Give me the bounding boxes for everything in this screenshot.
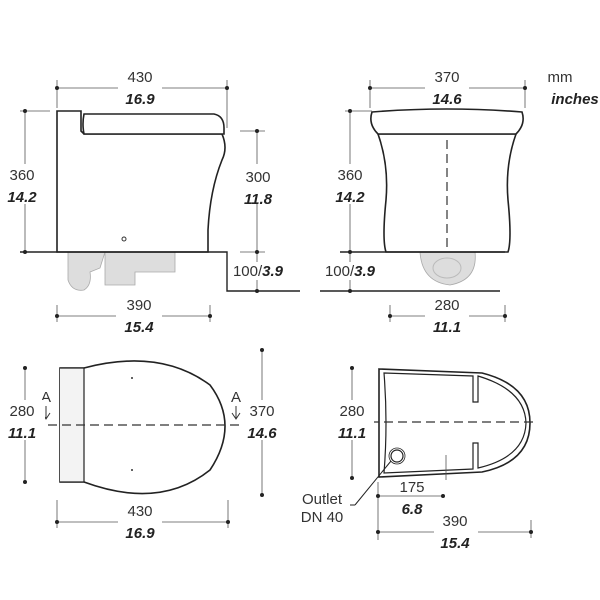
top-length-in: 16.9	[125, 525, 155, 542]
front-width-in: 14.6	[432, 91, 462, 108]
front-step-in: 3.9	[354, 263, 376, 280]
top-length-mm: 430	[127, 503, 152, 520]
seat-height-in: 11.8	[244, 191, 273, 208]
front-width-mm: 370	[434, 69, 459, 86]
footprint-view: Outlet DN 40 280 11.1 175 6.8 390 15.4	[301, 366, 535, 552]
side-height-in: 14.2	[7, 189, 37, 206]
foot-length-mm: 390	[442, 513, 467, 530]
top-depth-mm: 370	[249, 403, 274, 420]
side-lid	[82, 113, 225, 135]
unit-inches: inches	[551, 91, 599, 108]
outlet-size-label: DN 40	[301, 509, 344, 526]
front-pump	[419, 251, 476, 286]
section-a-right: A	[231, 389, 241, 406]
outlet-offset-in: 6.8	[402, 501, 424, 518]
unit-mm: mm	[548, 69, 573, 86]
floor-line	[20, 251, 300, 292]
top-view: A A 280 11.1 370 14.6 430 16.9	[3, 348, 284, 542]
top-outline	[59, 360, 226, 495]
front-base-mm: 280	[434, 297, 459, 314]
outlet-icon	[390, 449, 404, 463]
front-step-mm: 100/	[325, 263, 355, 280]
side-base-in: 15.4	[124, 319, 154, 336]
side-height-mm: 360	[9, 167, 34, 184]
front-view: 370 14.6 360 14.2 100/3.9 280 11.1	[320, 69, 527, 336]
side-hole	[121, 236, 127, 242]
front-height-in: 14.2	[335, 189, 365, 206]
section-arrows-icon	[41, 406, 241, 420]
foot-width-mm: 280	[339, 403, 364, 420]
section-a-left: A	[41, 389, 51, 406]
side-view: 430 16.9 360 14.2 300 11.8 100/3.9 390 1…	[2, 69, 300, 336]
outlet-label: Outlet	[302, 491, 343, 508]
svg-text:100/3.9: 100/3.9	[233, 263, 284, 280]
pump-silhouette	[67, 251, 176, 291]
front-base-in: 11.1	[433, 319, 461, 336]
footprint-outer	[378, 368, 531, 478]
top-depth-in: 14.6	[247, 425, 277, 442]
side-step-in: 3.9	[262, 263, 284, 280]
foot-width-in: 11.1	[338, 425, 366, 442]
top-width-in: 11.1	[8, 425, 36, 442]
front-lid	[370, 108, 524, 135]
side-step-mm: 100/	[233, 263, 263, 280]
side-base-mm: 390	[126, 297, 151, 314]
outlet-offset-mm: 175	[399, 479, 424, 496]
top-width-mm: 280	[9, 403, 34, 420]
foot-length-in: 15.4	[440, 535, 470, 552]
svg-text:100/3.9: 100/3.9	[325, 263, 376, 280]
front-height-mm: 360	[337, 167, 362, 184]
side-width-in: 16.9	[125, 91, 155, 108]
front-bowl	[376, 133, 518, 253]
side-width-mm: 430	[127, 69, 152, 86]
seat-height-mm: 300	[245, 169, 270, 186]
